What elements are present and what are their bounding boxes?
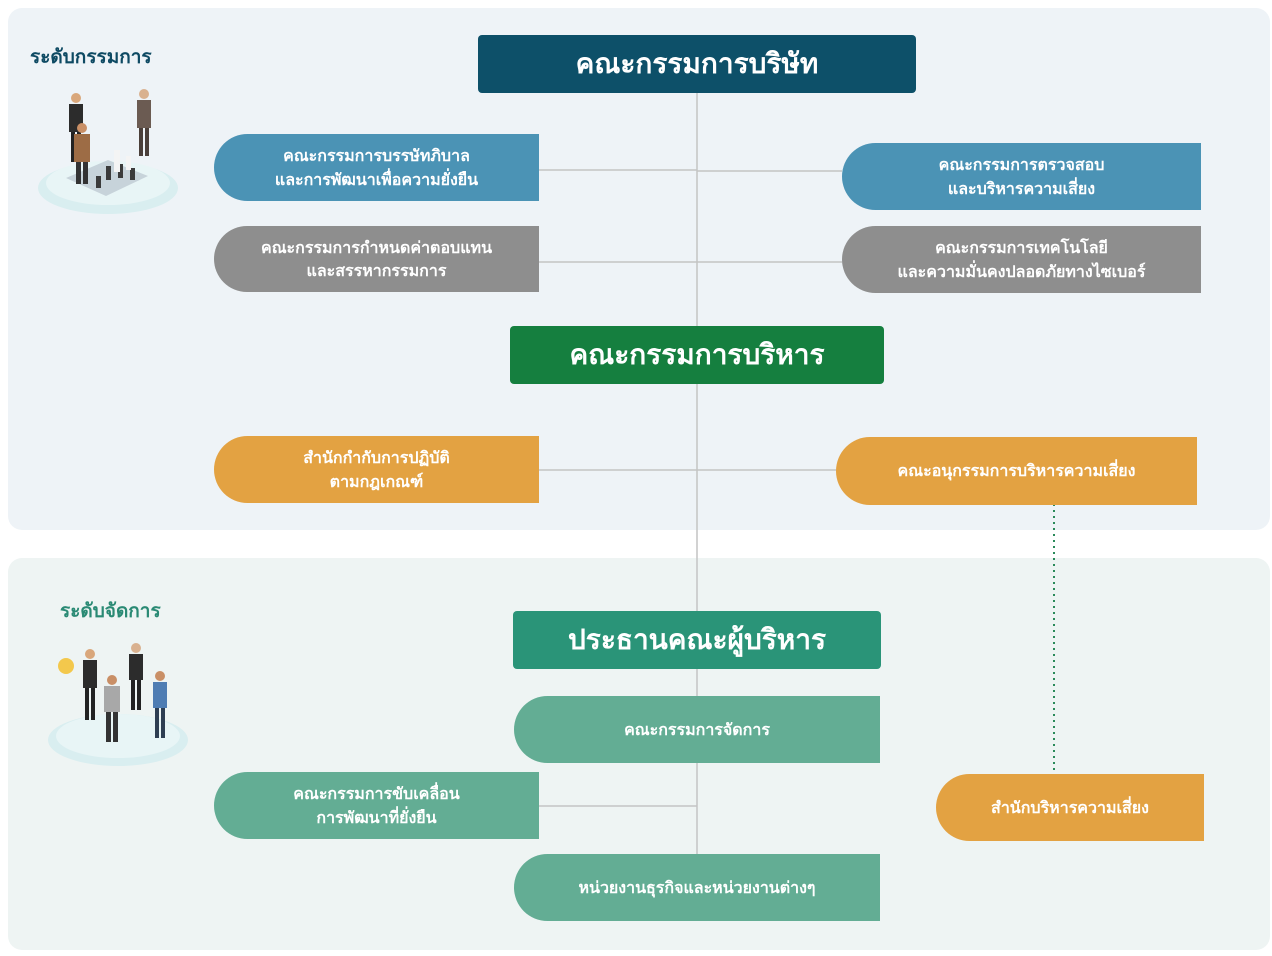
person-figure bbox=[83, 649, 97, 720]
governance-committee-node: คณะกรรมการบรรษัทภิบาล และการพัฒนาเพื่อคว… bbox=[214, 134, 539, 201]
management-team-illustration bbox=[48, 643, 188, 766]
sustainability-driver-committee-node: คณะกรรมการขับเคลื่อน การพัฒนาที่ยั่งยืน bbox=[214, 772, 539, 839]
board-of-directors-node: คณะกรรมการบริษัท bbox=[478, 35, 916, 93]
person-figure bbox=[74, 123, 90, 184]
remuneration-committee-node: คณะกรรมการกำหนดค่าตอบแทน และสรรหากรรมการ bbox=[214, 226, 539, 292]
person-figure bbox=[137, 89, 151, 156]
board-level-title: ระดับกรรมการ bbox=[30, 46, 152, 68]
audit-committee-node: คณะกรรมการตรวจสอบ และบริหารความเสี่ยง bbox=[842, 143, 1201, 210]
person-figure bbox=[153, 671, 167, 738]
lightbulb-icon bbox=[58, 658, 74, 674]
board-chess-illustration bbox=[38, 89, 178, 214]
compliance-office-node: สำนักกำกับการปฏิบัติ ตามกฎเกณฑ์ bbox=[214, 436, 539, 503]
risk-management-office-node: สำนักบริหารความเสี่ยง bbox=[936, 774, 1204, 841]
person-figure bbox=[129, 643, 143, 710]
person-figure bbox=[104, 675, 120, 742]
ceo-node: ประธานคณะผู้บริหาร bbox=[513, 611, 881, 669]
management-level-title: ระดับจัดการ bbox=[60, 600, 161, 622]
technology-committee-node: คณะกรรมการเทคโนโลยี และความมั่นคงปลอดภัย… bbox=[842, 226, 1201, 293]
management-committee-node: คณะกรรมการจัดการ bbox=[514, 696, 880, 763]
risk-subcommittee-node: คณะอนุกรรมการบริหารความเสี่ยง bbox=[836, 437, 1197, 505]
executive-committee-node: คณะกรรมการบริหาร bbox=[510, 326, 884, 384]
business-units-node: หน่วยงานธุรกิจและหน่วยงานต่างๆ bbox=[514, 854, 880, 921]
